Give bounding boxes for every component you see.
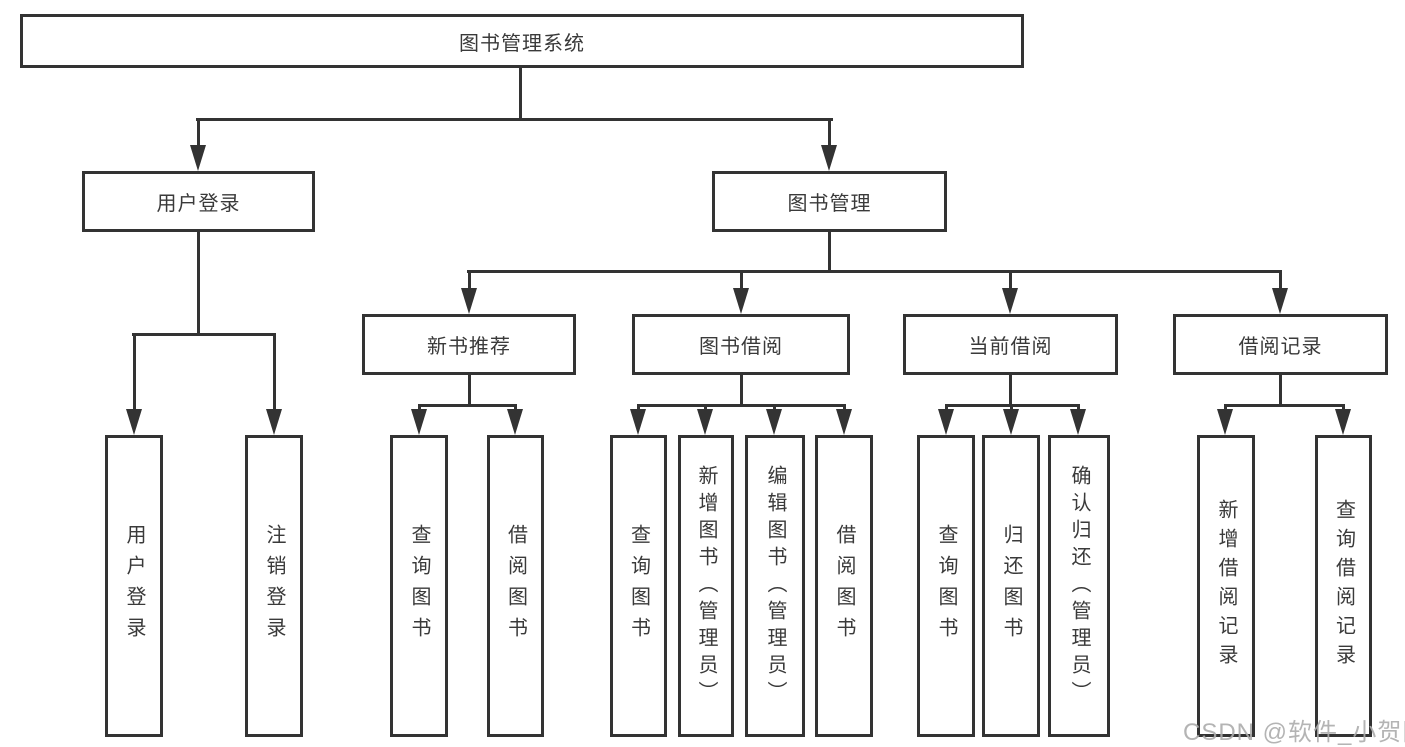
- node-borrow-record-label: 借阅记录: [1238, 336, 1323, 358]
- arrow-down-icon: [1335, 409, 1351, 435]
- arrow-down-icon: [1070, 409, 1086, 435]
- leaf-record-add-record: 新增借阅记录: [1197, 435, 1255, 737]
- leaf-borrow-edit-books-admin: 编辑图书（管理员）: [745, 435, 805, 737]
- leaf-borrow-query-books: 查询图书: [610, 435, 667, 737]
- arrow-down-icon: [461, 288, 477, 314]
- node-book-borrow: 图书借阅: [632, 314, 850, 375]
- leaf-current-return-books-label: 归还图书: [1000, 524, 1022, 648]
- leaf-borrow-add-books-admin-label: 新增图书（管理员）: [695, 464, 717, 708]
- connector-new-book-rec-stem: [468, 374, 471, 406]
- arrow-down-icon: [733, 288, 749, 314]
- arrow-down-icon: [507, 409, 523, 435]
- connector-level3-rail: [467, 270, 1282, 273]
- node-new-book-rec-label: 新书推荐: [427, 336, 511, 358]
- connector-drop: [418, 404, 421, 412]
- arrow-down-icon: [821, 145, 837, 171]
- leaf-record-add-record-label: 新增借阅记录: [1215, 499, 1237, 673]
- leaf-record-query-record-label: 查询借阅记录: [1332, 499, 1355, 673]
- node-root: 图书管理系统: [20, 14, 1024, 68]
- node-borrow-record: 借阅记录: [1173, 314, 1388, 375]
- node-current-borrow: 当前借阅: [903, 314, 1118, 375]
- leaf-user-login-label: 用户登录: [123, 524, 145, 648]
- connector-user-login-stem: [197, 231, 200, 336]
- connector-drop-book-borrow: [740, 270, 743, 292]
- leaf-newrec-query-books: 查询图书: [390, 435, 448, 737]
- leaf-newrec-borrow-books: 借阅图书: [487, 435, 544, 737]
- connector-book-mgmt-stem: [828, 231, 831, 273]
- arrow-down-icon: [938, 409, 954, 435]
- connector-drop: [1010, 404, 1013, 412]
- arrow-down-icon: [126, 409, 142, 435]
- arrow-down-icon: [697, 409, 713, 435]
- connector-drop: [514, 404, 517, 412]
- leaf-current-return-books: 归还图书: [982, 435, 1040, 737]
- connector-drop: [773, 404, 776, 412]
- connector-drop: [843, 404, 846, 412]
- connector-drop-borrow-record: [1279, 270, 1282, 292]
- leaf-current-query-books: 查询图书: [917, 435, 975, 737]
- leaf-borrow-borrow-books: 借阅图书: [815, 435, 873, 737]
- connector-user-login-rail: [132, 333, 276, 336]
- connector-drop: [1224, 404, 1227, 412]
- connector-book-borrow-stem: [740, 374, 743, 406]
- connector-drop: [1342, 404, 1345, 412]
- arrow-down-icon: [836, 409, 852, 435]
- connector-drop-book-mgmt: [828, 118, 831, 148]
- leaf-user-login: 用户登录: [105, 435, 163, 737]
- connector-drop-leaf-user-login: [133, 333, 136, 411]
- node-book-mgmt-label: 图书管理: [787, 193, 872, 215]
- arrow-down-icon: [630, 409, 646, 435]
- node-new-book-rec: 新书推荐: [362, 314, 576, 375]
- connector-drop: [1077, 404, 1080, 412]
- arrow-down-icon: [411, 409, 427, 435]
- leaf-current-query-books-label: 查询图书: [935, 524, 957, 648]
- csdn-watermark: CSDN @软件_小贺同学: [1183, 719, 1405, 746]
- node-user-login: 用户登录: [82, 171, 315, 232]
- arrow-down-icon: [1272, 288, 1288, 314]
- connector-book-borrow-rail: [637, 404, 846, 407]
- connector-root-stem: [519, 67, 522, 120]
- leaf-newrec-borrow-books-label: 借阅图书: [504, 524, 527, 648]
- connector-borrow-record-rail: [1224, 404, 1345, 407]
- node-root-label: 图书管理系统: [459, 32, 585, 55]
- connector-drop-user-login: [197, 118, 200, 148]
- connector-level2-rail: [196, 118, 833, 121]
- leaf-logout-label: 注销登录: [263, 524, 285, 648]
- connector-drop: [637, 404, 640, 412]
- arrow-down-icon: [1003, 409, 1019, 435]
- connector-borrow-record-stem: [1279, 374, 1282, 406]
- node-user-login-label: 用户登录: [156, 193, 241, 215]
- connector-drop-leaf-logout: [273, 333, 276, 411]
- leaf-current-confirm-return-admin-label: 确认归还（管理员）: [1068, 464, 1090, 708]
- leaf-current-confirm-return-admin: 确认归还（管理员）: [1048, 435, 1110, 737]
- leaf-borrow-borrow-books-label: 借阅图书: [833, 524, 855, 648]
- connector-drop-new-book-rec: [468, 270, 471, 292]
- node-current-borrow-label: 当前借阅: [968, 336, 1053, 358]
- connector-drop: [704, 404, 707, 412]
- arrow-down-icon: [266, 409, 282, 435]
- leaf-borrow-edit-books-admin-label: 编辑图书（管理员）: [764, 464, 786, 708]
- arrow-down-icon: [1217, 409, 1233, 435]
- leaf-logout: 注销登录: [245, 435, 303, 737]
- connector-drop: [945, 404, 948, 412]
- arrow-down-icon: [766, 409, 782, 435]
- connector-new-book-rec-rail: [418, 404, 517, 407]
- arrow-down-icon: [190, 145, 206, 171]
- connector-current-borrow-stem: [1009, 374, 1012, 406]
- node-book-borrow-label: 图书借阅: [699, 336, 783, 358]
- connector-drop-current-borrow: [1009, 270, 1012, 292]
- leaf-newrec-query-books-label: 查询图书: [408, 524, 430, 648]
- arrow-down-icon: [1002, 288, 1018, 314]
- leaf-record-query-record: 查询借阅记录: [1315, 435, 1372, 737]
- leaf-borrow-query-books-label: 查询图书: [627, 524, 650, 648]
- leaf-borrow-add-books-admin: 新增图书（管理员）: [678, 435, 734, 737]
- node-book-mgmt: 图书管理: [712, 171, 947, 232]
